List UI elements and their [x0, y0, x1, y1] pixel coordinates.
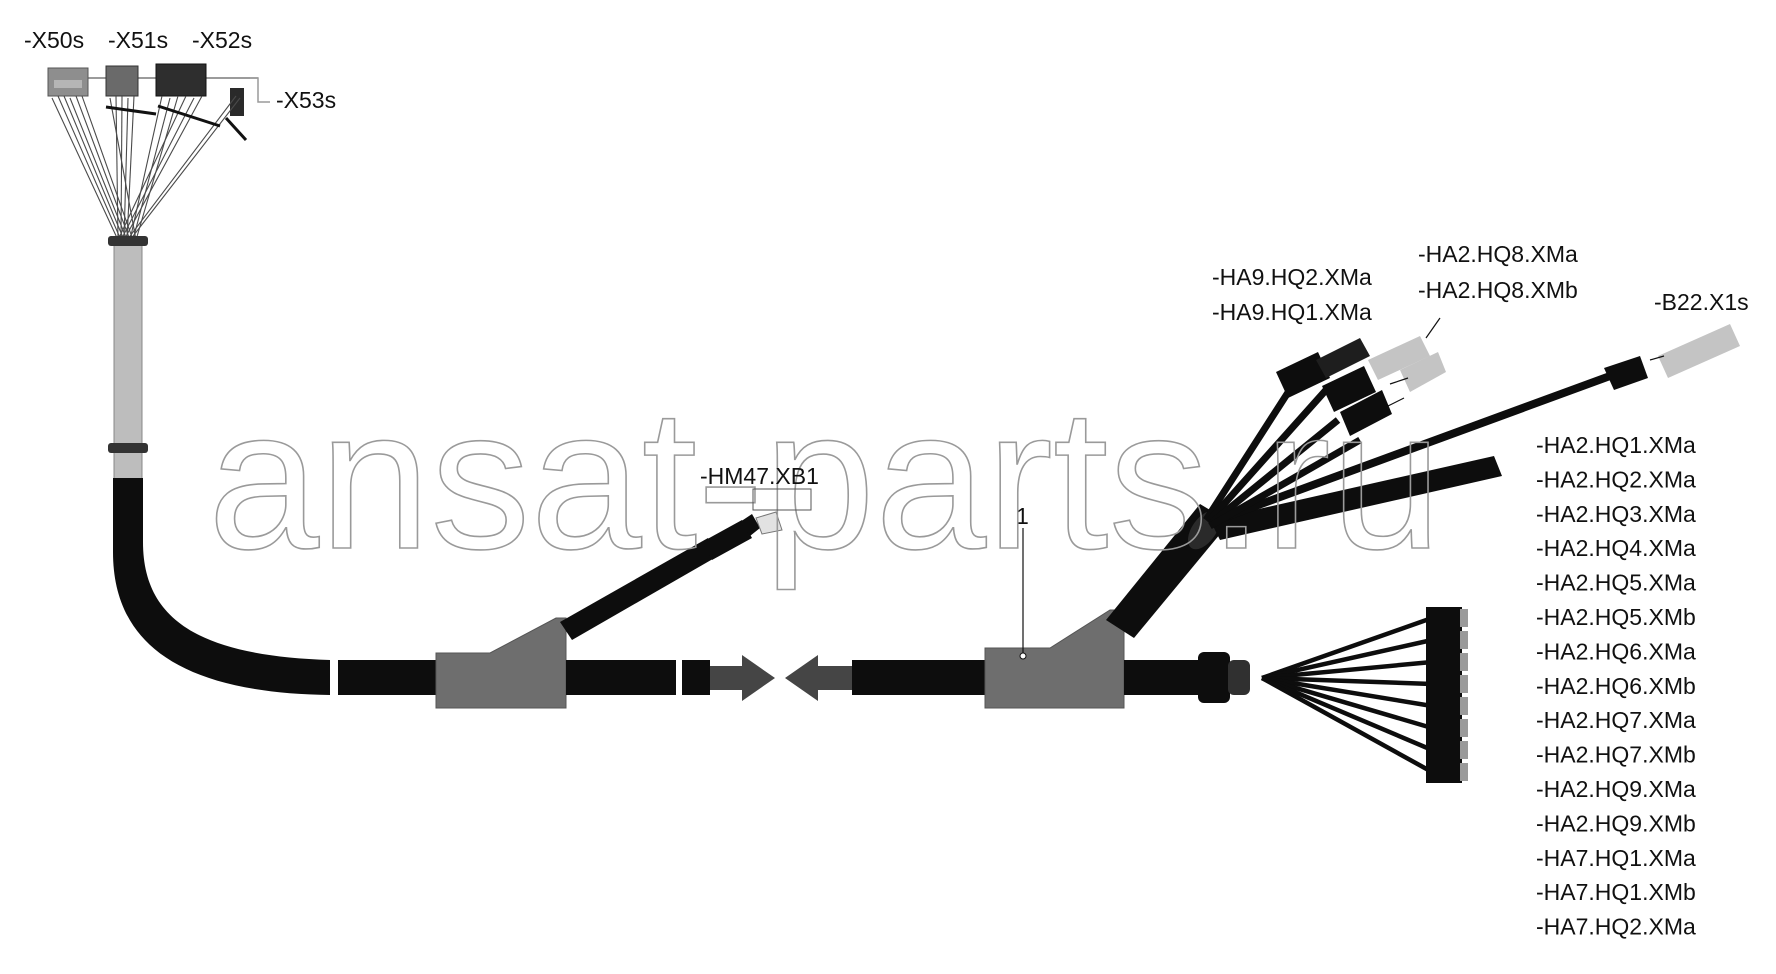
fan-wire: [1261, 675, 1433, 753]
label-right-connector: -HA2.HQ3.XMa: [1536, 501, 1696, 527]
label-right-connector: -HA2.HQ9.XMb: [1536, 810, 1696, 836]
label-right-connector: -HA2.HQ7.XMb: [1536, 742, 1696, 768]
fan-wire: [120, 95, 123, 241]
right-connector-labels: -HA2.HQ1.XMa -HA2.HQ2.XMa -HA2.HQ3.XMa -HA2…: [1536, 432, 1696, 940]
connector-stack-cap: [1460, 653, 1468, 671]
fan-wire: [51, 97, 119, 241]
label-ha2-hq8-xma: -HA2.HQ8.XMa: [1418, 241, 1578, 267]
fan-wire: [129, 97, 241, 241]
connector-ha9-hq2: [1322, 366, 1376, 412]
main-harness-right: [785, 317, 1740, 783]
label-x51s: -X51s: [108, 27, 168, 53]
top-left-connectors: [47, 63, 270, 241]
label-right-connector: -HA2.HQ4.XMa: [1536, 535, 1696, 561]
fan-wire: [1261, 675, 1433, 687]
connector-stack-cap: [1460, 719, 1468, 737]
label-ha9-hq2: -HA9.HQ2.XMa: [1212, 264, 1372, 290]
label-hm47-xb1: -HM47.XB1: [700, 463, 819, 489]
ghost-connector-1: [1368, 336, 1430, 380]
callout-1: 1: [1016, 503, 1029, 660]
fan-wire: [117, 95, 187, 241]
label-right-connector: -HA2.HQ2.XMa: [1536, 466, 1696, 492]
fan-wire: [123, 95, 203, 241]
label-right-connector: -HA2.HQ6.XMb: [1536, 673, 1696, 699]
label-ha9-hq1: -HA9.HQ1.XMa: [1212, 299, 1372, 325]
connector-stack-item: [1426, 695, 1462, 717]
connector-b22-x1s: [1604, 356, 1648, 390]
connector-stack-item: [1426, 629, 1462, 651]
fan-wire: [1261, 675, 1433, 731]
main-harness-left: [108, 236, 783, 709]
label-ha2-hq8-xmb: -HA2.HQ8.XMb: [1418, 277, 1578, 303]
fan-wire: [126, 95, 135, 241]
connector-stack-cap: [1460, 697, 1468, 715]
fan-wire: [1260, 676, 1434, 774]
fan-wire: [1261, 615, 1433, 681]
fan-wire: [120, 97, 195, 241]
fan-wire: [135, 95, 179, 241]
splice-block-left: [435, 617, 567, 709]
arrow-right: [710, 655, 775, 701]
fan-wire: [109, 97, 137, 241]
fan-wire: [1261, 675, 1433, 709]
fan-wire: [1261, 659, 1433, 681]
label-right-connector: -HA2.HQ7.XMa: [1536, 707, 1696, 733]
arrow-left: [785, 655, 852, 701]
label-right-connector: -HA7.HQ1.XMa: [1536, 845, 1696, 871]
splice-block-right: [984, 609, 1125, 709]
label-right-connector: -HA2.HQ5.XMb: [1536, 604, 1696, 630]
fan-wire: [63, 95, 125, 241]
connector-stack-cap: [1460, 763, 1468, 781]
label-x53s: -X53s: [276, 87, 336, 113]
connector-x51s: [105, 65, 139, 97]
connector-ha2-hq8-xmb: [1340, 390, 1392, 436]
callout-number: 1: [1016, 503, 1029, 529]
connector-b22-ghost: [1658, 324, 1740, 378]
ghost-connector-2: [1400, 352, 1446, 392]
fan-wire: [129, 95, 163, 241]
fan-wire: [123, 97, 129, 241]
label-right-connector: -HA2.HQ9.XMa: [1536, 776, 1696, 802]
connector-ha9-hq1: [1276, 352, 1330, 398]
connector-stack-item: [1426, 607, 1462, 629]
fan-wire: [1261, 637, 1433, 681]
fan-wire: [57, 95, 122, 241]
connector-stack-item: [1426, 673, 1462, 695]
fan-wire: [69, 97, 128, 241]
label-right-connector: -HA7.HQ2.XMa: [1536, 914, 1696, 940]
label-x52s: -X52s: [192, 27, 252, 53]
label-right-connector: -HA7.HQ1.XMb: [1536, 879, 1696, 905]
connector-hm47-xb1: [702, 520, 752, 560]
connector-stack-item: [1426, 761, 1462, 783]
watermark: ansat-parts.ru: [208, 368, 1442, 591]
connector-stack-cap: [1460, 741, 1468, 759]
connector-ha2-hq8-xma: [1316, 338, 1370, 378]
label-right-connector: -HA2.HQ6.XMa: [1536, 638, 1696, 664]
fan-wire: [126, 95, 237, 241]
label-right-connector: -HA2.HQ1.XMa: [1536, 432, 1696, 458]
connector-stack-item: [1426, 717, 1462, 739]
connector-stack-cap: [1460, 609, 1468, 627]
connector-stack-cap: [1460, 675, 1468, 693]
label-b22-x1s: -B22.X1s: [1654, 289, 1749, 315]
connector-stack-item: [1426, 739, 1462, 761]
label-x50s: -X50s: [24, 27, 84, 53]
label-right-connector: -HA2.HQ5.XMa: [1536, 570, 1696, 596]
connector-stack-cap: [1460, 631, 1468, 649]
connector-x52s: [155, 63, 207, 97]
connector-stack-item: [1426, 651, 1462, 673]
fan-wire: [115, 95, 119, 241]
